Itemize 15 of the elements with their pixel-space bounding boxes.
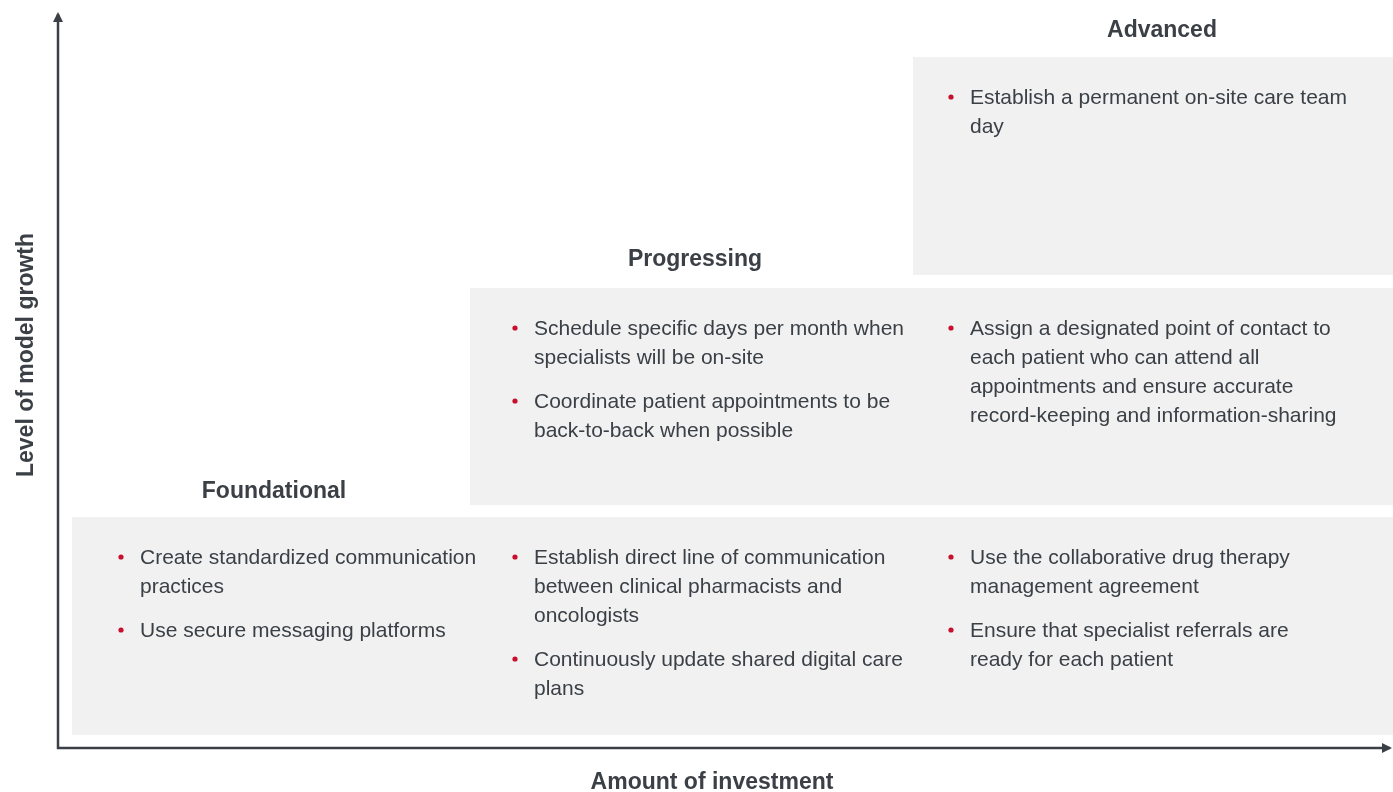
bullet-text: Schedule specific days per month when specialists will be on-site xyxy=(534,316,905,368)
bullet-text: Assign a designated point of contact to each patient who can attend all appointments and ensure accurate record-keeping and information-sharing xyxy=(970,316,1337,426)
bullet-text: Coordinate patient appointments to be back-to-back when possible xyxy=(534,389,891,441)
axis-title: Level of model growth xyxy=(11,232,39,478)
bullet-text: Ensure that specialist referrals are ready for each patient xyxy=(970,618,1289,670)
tier-heading: Progressing xyxy=(626,245,764,272)
bullet-text: Create standardized communication practices xyxy=(140,545,477,597)
bullet-text: Establish a permanent on-site care team day xyxy=(970,85,1348,137)
bullet-text: Use the collaborative drug therapy management agreement xyxy=(970,545,1290,597)
tier-heading: Advanced xyxy=(1106,16,1218,43)
bullet-text: Continuously update shared digital care plans xyxy=(534,647,903,699)
bullet-text: Use secure messaging platforms xyxy=(140,618,446,641)
axis-title: Amount of investment xyxy=(590,768,834,792)
tier-heading: Foundational xyxy=(200,477,348,504)
bullet-text: Establish direct line of communication between clinical pharmacists and oncologists xyxy=(534,545,886,626)
